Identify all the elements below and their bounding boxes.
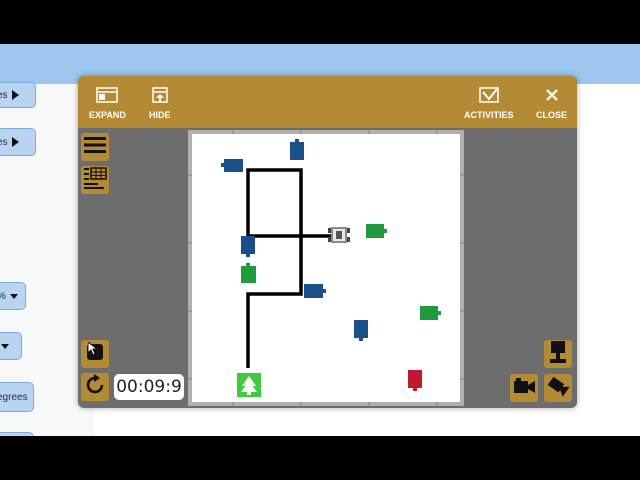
camera-icon	[512, 376, 536, 401]
mouse-cursor	[88, 342, 98, 356]
expand-label: EXPAND	[89, 110, 126, 120]
reset-icon	[83, 373, 107, 402]
robot-icon	[548, 340, 568, 369]
activities-button[interactable]: ACTIVITIES	[464, 84, 514, 120]
elapsed-timer: 00:09:9	[114, 374, 184, 400]
sidebar-button-label: es	[0, 136, 8, 148]
sidebar-button-label: egrees	[0, 391, 28, 403]
block-blue-3[interactable]	[241, 236, 255, 257]
hamburger-menu-icon	[84, 136, 106, 159]
checkmark-icon	[479, 84, 499, 106]
sidebar-dropdown-value: %	[0, 291, 6, 302]
block-green-2[interactable]	[366, 224, 387, 238]
robot[interactable]	[328, 227, 350, 243]
block-green-1[interactable]	[241, 263, 256, 283]
simulator-modal: EXPAND HIDE ACTIVITIES CLOSE	[78, 76, 577, 408]
arena-floor	[192, 134, 460, 402]
sidebar-button-degrees[interactable]: egrees	[0, 382, 34, 412]
chevron-down-icon	[1, 343, 9, 349]
window-icon	[96, 84, 119, 106]
close-button[interactable]: CLOSE	[536, 84, 567, 120]
robot-view-button[interactable]	[544, 340, 572, 368]
hide-label: HIDE	[149, 110, 171, 120]
activities-label: ACTIVITIES	[464, 110, 514, 120]
camera-button-1[interactable]	[510, 374, 538, 402]
menu-button[interactable]	[81, 133, 109, 161]
block-red-1[interactable]	[408, 370, 422, 391]
arena-ticks	[188, 130, 464, 406]
chevron-down-icon	[9, 293, 18, 299]
sidebar-dropdown-1[interactable]: %	[0, 282, 26, 310]
upload-icon	[152, 84, 168, 106]
reset-button[interactable]	[81, 373, 109, 401]
expand-button[interactable]: EXPAND	[89, 84, 126, 120]
block-blue-1[interactable]	[290, 139, 304, 160]
hide-button[interactable]: HIDE	[149, 84, 171, 120]
simulation-arena	[188, 130, 464, 406]
block-blue-2[interactable]	[221, 159, 243, 172]
table-icon	[83, 166, 107, 194]
arrow-right-icon	[11, 90, 19, 100]
sidebar-arrow-button-2[interactable]: es	[0, 128, 36, 156]
arena-canvas	[188, 130, 464, 406]
sidebar-button-label: es	[0, 89, 8, 101]
close-icon	[545, 84, 559, 106]
sidebar-button-partial[interactable]	[0, 432, 34, 436]
sidebar-dropdown-2[interactable]	[0, 332, 22, 360]
block-blue-4[interactable]	[304, 284, 326, 298]
camera-button-2[interactable]	[544, 374, 572, 402]
close-label: CLOSE	[536, 110, 568, 120]
arrow-right-icon	[11, 137, 19, 147]
data-table-button[interactable]	[81, 166, 109, 194]
tree-start-icon	[241, 376, 257, 395]
block-blue-5[interactable]	[354, 320, 368, 341]
modal-header: EXPAND HIDE ACTIVITIES CLOSE	[78, 76, 577, 128]
block-green-3[interactable]	[420, 306, 441, 320]
camera-icon	[546, 374, 570, 403]
sidebar-arrow-button-1[interactable]: es	[0, 82, 36, 108]
start-tile[interactable]	[237, 373, 261, 397]
